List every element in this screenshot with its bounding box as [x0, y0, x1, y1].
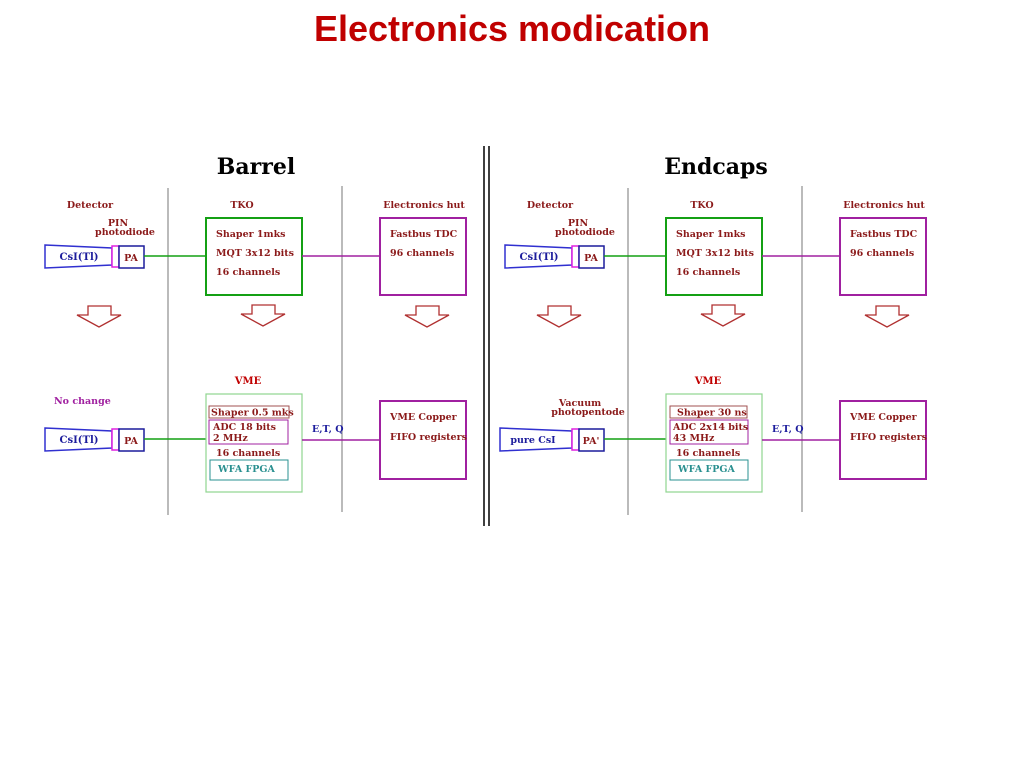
endcaps-copper-line-1: VME Copper	[849, 412, 918, 423]
barrel-panel: Barrel Detector TKO Electronics hut PIN …	[44, 154, 467, 515]
endcaps-pa-box	[578, 245, 605, 269]
endcaps-tko-line-2: MQT 3x12 bits	[676, 248, 754, 259]
endcaps-hut-down-arrow-icon	[864, 305, 910, 328]
endcaps-hut-box	[839, 217, 927, 296]
barrel-shaper-box	[208, 405, 290, 419]
barrel-col-detector: Detector	[67, 200, 114, 211]
barrel-adc-line-2: 2 MHz	[213, 433, 248, 444]
endcaps-fpga-box	[669, 459, 749, 481]
endcaps-csi-label: CsI(Tl)	[520, 252, 559, 263]
page-title: Electronics modication	[313, 8, 711, 49]
endcaps-tko-line-1: Shaper 1mks	[676, 229, 746, 240]
barrel-adc-line-1: ADC 18 bits	[212, 422, 276, 433]
endcaps-pin-diode	[571, 245, 580, 268]
barrel-csi-label-2: CsI(Tl)	[60, 435, 99, 446]
barrel-pa-box-2	[118, 428, 145, 452]
endcaps-col-detector: Detector	[527, 200, 574, 211]
barrel-detector-down-arrow-icon	[76, 305, 122, 328]
endcaps-adc-line-1: ADC 2x14 bits	[672, 422, 748, 433]
endcaps-photopentode	[571, 428, 580, 451]
endcaps-detector-down-arrow-icon	[536, 305, 582, 328]
endcaps-hut-line-2: 96 channels	[850, 248, 914, 259]
barrel-fpga-label: WFA FPGA	[217, 464, 276, 475]
barrel-pin-label-2: photodiode	[95, 227, 155, 238]
endcaps-tko-box	[665, 217, 763, 296]
barrel-shaper-label: Shaper 0.5 mks	[211, 408, 294, 419]
endcaps-vacuum-label-1: Vacuum	[558, 398, 601, 409]
endcaps-col-tko: TKO	[690, 200, 713, 211]
endcaps-tko-down-arrow-icon	[700, 304, 746, 327]
endcaps-heading: Endcaps	[664, 154, 768, 180]
barrel-tko-line-3: 16 channels	[216, 267, 280, 278]
barrel-tko-down-arrow-icon	[240, 304, 286, 327]
endcaps-col-hut: Electronics hut	[843, 200, 925, 211]
endcaps-pa-box-2	[578, 428, 605, 452]
barrel-copper-line-1: VME Copper	[389, 412, 458, 423]
barrel-pa-box	[118, 245, 145, 269]
barrel-pa-label: PA	[124, 253, 138, 264]
barrel-no-change-label: No change	[54, 396, 111, 407]
endcaps-panel: Endcaps Detector TKO Electronics hut PIN…	[499, 154, 927, 515]
barrel-copper-line-2: FIFO registers	[390, 432, 467, 443]
barrel-pin-label-1: PIN	[108, 218, 129, 229]
endcaps-pin-label-2: photodiode	[555, 227, 615, 238]
barrel-hut-line-2: 96 channels	[390, 248, 454, 259]
endcaps-hut-line-1: Fastbus TDC	[850, 229, 918, 240]
barrel-fpga-box	[209, 459, 289, 481]
barrel-pa-label-2: PA	[124, 436, 138, 447]
barrel-vme-label: VME	[234, 376, 262, 387]
barrel-csi-label: CsI(Tl)	[60, 252, 99, 263]
endcaps-pa-label-2: PA'	[583, 436, 600, 447]
endcaps-copper-line-2: FIFO registers	[850, 432, 927, 443]
endcaps-pa-label: PA	[584, 253, 598, 264]
barrel-hut-box	[379, 217, 467, 296]
endcaps-adc-box	[669, 419, 749, 445]
barrel-vme-channels: 16 channels	[216, 448, 280, 459]
barrel-pin-diode-2	[111, 428, 120, 451]
endcaps-shaper-label: Shaper 30 ns	[677, 408, 747, 419]
endcaps-pin-label-1: PIN	[568, 218, 589, 229]
barrel-col-hut: Electronics hut	[383, 200, 465, 211]
endcaps-shaper-box	[669, 405, 748, 419]
barrel-etq-label: E,T, Q	[312, 424, 343, 435]
barrel-pin-diode	[111, 245, 120, 268]
barrel-adc-box	[208, 419, 289, 445]
endcaps-vme-label: VME	[694, 376, 722, 387]
endcaps-etq-label: E,T, Q	[772, 424, 803, 435]
endcaps-fpga-label: WFA FPGA	[677, 464, 736, 475]
barrel-heading: Barrel	[217, 154, 295, 180]
endcaps-vme-channels: 16 channels	[676, 448, 740, 459]
barrel-hut-line-1: Fastbus TDC	[390, 229, 458, 240]
barrel-col-tko: TKO	[230, 200, 253, 211]
endcaps-tko-line-3: 16 channels	[676, 267, 740, 278]
endcaps-copper-box	[839, 400, 927, 480]
endcaps-adc-line-2: 43 MHz	[673, 433, 715, 444]
barrel-copper-box	[379, 400, 467, 480]
barrel-tko-line-2: MQT 3x12 bits	[216, 248, 294, 259]
endcaps-pure-csi-label: pure CsI	[510, 435, 556, 446]
barrel-hut-down-arrow-icon	[404, 305, 450, 328]
endcaps-vacuum-label-2: photopentode	[551, 407, 625, 418]
barrel-tko-line-1: Shaper 1mks	[216, 229, 286, 240]
